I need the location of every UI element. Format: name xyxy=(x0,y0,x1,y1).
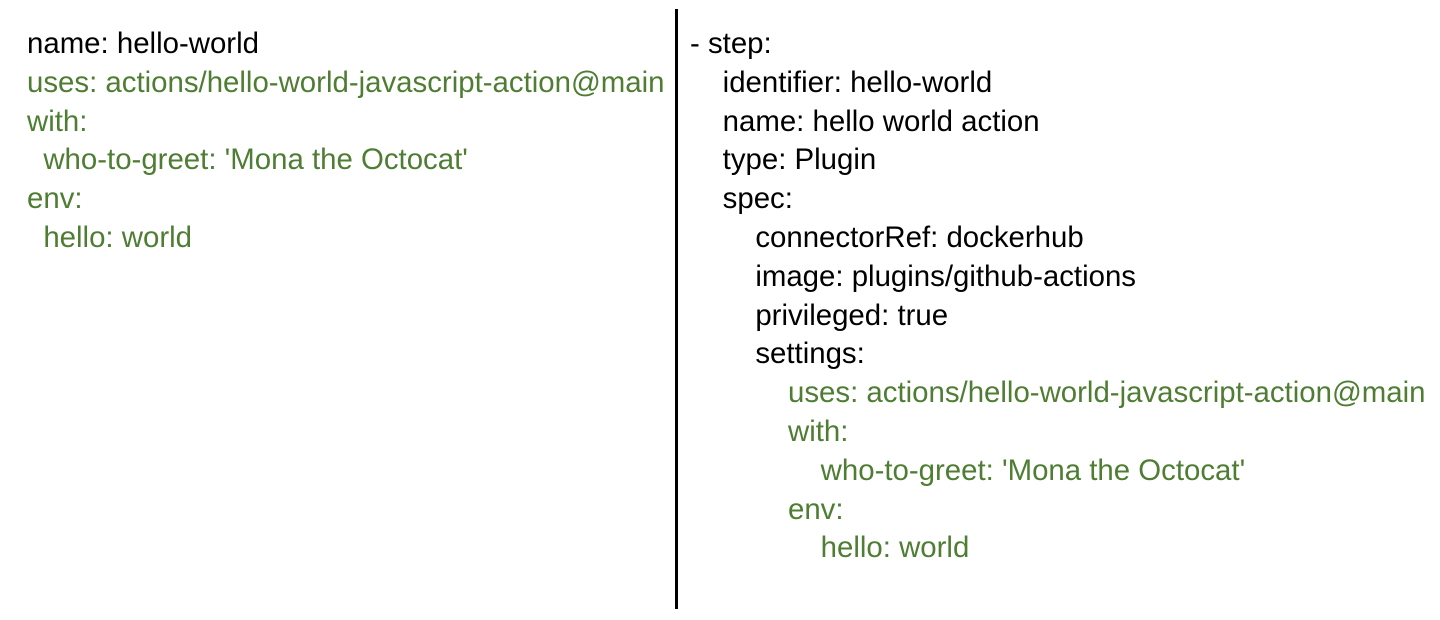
code-line: with: xyxy=(27,104,88,138)
code-line: - step: xyxy=(690,27,772,60)
code-line: image: plugins/github-actions xyxy=(690,259,1136,293)
code-line: spec: xyxy=(690,182,793,216)
code-line: type: Plugin xyxy=(690,143,877,177)
vertical-divider xyxy=(675,9,678,609)
code-line: who-to-greet: 'Mona the Octocat' xyxy=(27,143,468,177)
code-line: uses: actions/hello-world-javascript-act… xyxy=(690,376,1426,410)
github-actions-yaml-panel: name: hello-world uses: actions/hello-wor… xyxy=(0,0,675,258)
code-line: who-to-greet: 'Mona the Octocat' xyxy=(690,453,1246,487)
code-line: settings: xyxy=(690,337,865,371)
code-line: identifier: hello-world xyxy=(690,65,993,99)
harness-step-yaml-panel: - step: identifier: hello-world name: he… xyxy=(678,0,1440,568)
code-line: privileged: true xyxy=(690,298,949,332)
code-line: env: xyxy=(690,492,844,526)
code-line: name: hello world action xyxy=(690,104,1040,138)
code-line: connectorRef: dockerhub xyxy=(690,220,1084,254)
code-line: uses: actions/hello-world-javascript-act… xyxy=(27,65,665,99)
code-line: hello: world xyxy=(27,220,192,254)
code-line: with: xyxy=(690,414,849,448)
code-line: env: xyxy=(27,182,83,216)
code-line: hello: world xyxy=(690,531,970,565)
code-line: name: hello-world xyxy=(27,27,259,60)
